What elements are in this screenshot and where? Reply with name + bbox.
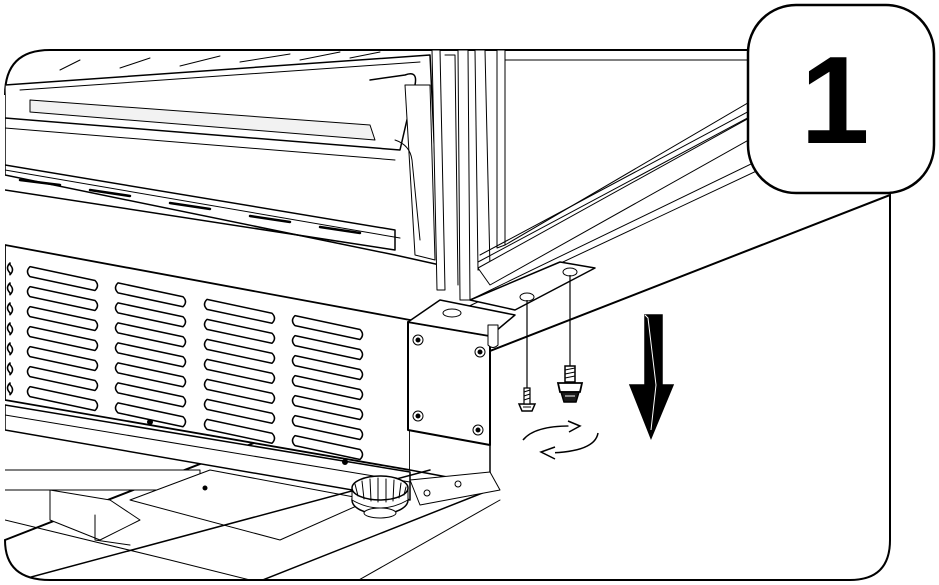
step-number: 1 xyxy=(801,32,870,170)
louver-slot xyxy=(291,334,364,361)
louver-slot xyxy=(291,414,364,441)
louver-slot xyxy=(6,362,14,376)
louver-slot xyxy=(291,434,364,461)
shelf-unit xyxy=(5,51,441,266)
louver-slot xyxy=(203,358,276,384)
louver-slot xyxy=(6,342,14,356)
base-rail xyxy=(5,404,501,580)
louver-slot xyxy=(114,362,187,388)
louver-slot xyxy=(6,302,14,316)
louver-slot xyxy=(203,398,276,424)
louver-slot xyxy=(26,265,99,292)
louver-slot xyxy=(203,338,276,364)
louver-slot xyxy=(114,302,187,328)
louver-slot xyxy=(26,365,99,392)
rotate-arrows-icon xyxy=(522,420,599,460)
louver-slot xyxy=(291,374,364,401)
hex-head-screw-icon xyxy=(556,275,584,403)
louver-slot xyxy=(26,285,99,312)
louver-slot xyxy=(26,305,99,332)
louver-slot xyxy=(114,402,187,428)
step-badge: 1 xyxy=(746,3,936,195)
leveling-foot-icon xyxy=(351,475,409,519)
louver-slot xyxy=(26,325,99,352)
louver-slot xyxy=(203,418,276,444)
grille-louvers xyxy=(6,262,364,461)
louver-slot xyxy=(26,345,99,372)
louver-slot xyxy=(203,318,276,344)
louver-slot xyxy=(291,354,364,381)
hinge-bracket xyxy=(407,299,516,446)
louver-slot xyxy=(6,322,14,336)
louver-slot xyxy=(6,282,14,296)
door-rail xyxy=(464,59,781,309)
louver-slot xyxy=(203,298,276,324)
louver-slot xyxy=(114,342,187,368)
louver-slot xyxy=(291,314,364,341)
louver-slot xyxy=(114,322,187,348)
louver-slot xyxy=(6,262,14,276)
louver-slot xyxy=(26,385,99,412)
louver-slot xyxy=(291,394,364,421)
top-hinge-plate xyxy=(469,261,596,311)
louver-slot xyxy=(114,282,187,308)
flat-head-screw-icon xyxy=(517,300,537,412)
louver-slot xyxy=(114,382,187,408)
down-arrow-icon xyxy=(628,314,675,440)
louver-slot xyxy=(203,378,276,404)
louver-slot xyxy=(6,382,14,396)
